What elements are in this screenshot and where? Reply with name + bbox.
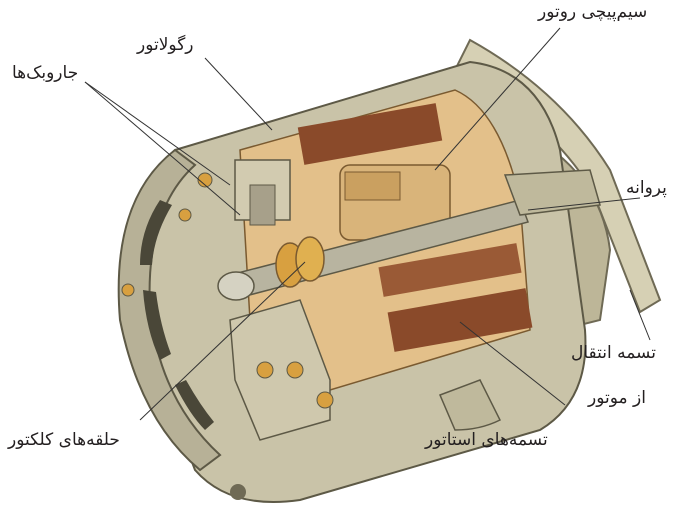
- label-fan: پروانه: [626, 178, 667, 198]
- terminal-nut: [287, 362, 303, 378]
- housing-bolt: [179, 209, 191, 221]
- mount-hole: [230, 484, 246, 500]
- label-regulator: رگولاتور: [137, 35, 194, 55]
- shaft-end: [218, 272, 254, 300]
- leader-regulator: [205, 58, 272, 130]
- slip-ring-2: [296, 237, 324, 281]
- label-drive-belt: تسمه انتقال: [571, 343, 656, 363]
- brush-holder: [250, 185, 275, 225]
- label-from-engine: از موتور: [588, 388, 646, 408]
- label-brushes: جاروبک‌ها: [12, 63, 78, 83]
- label-slip-rings: حلقه‌های کلکتور: [8, 430, 120, 450]
- label-stator-windings: تسمه‌های استاتور: [425, 430, 548, 450]
- label-rotor-winding: سیم‌پیچی روتور: [538, 2, 647, 22]
- rotor-pole: [345, 172, 400, 200]
- terminal-nut: [257, 362, 273, 378]
- terminal-nut: [317, 392, 333, 408]
- housing-bolt: [122, 284, 134, 296]
